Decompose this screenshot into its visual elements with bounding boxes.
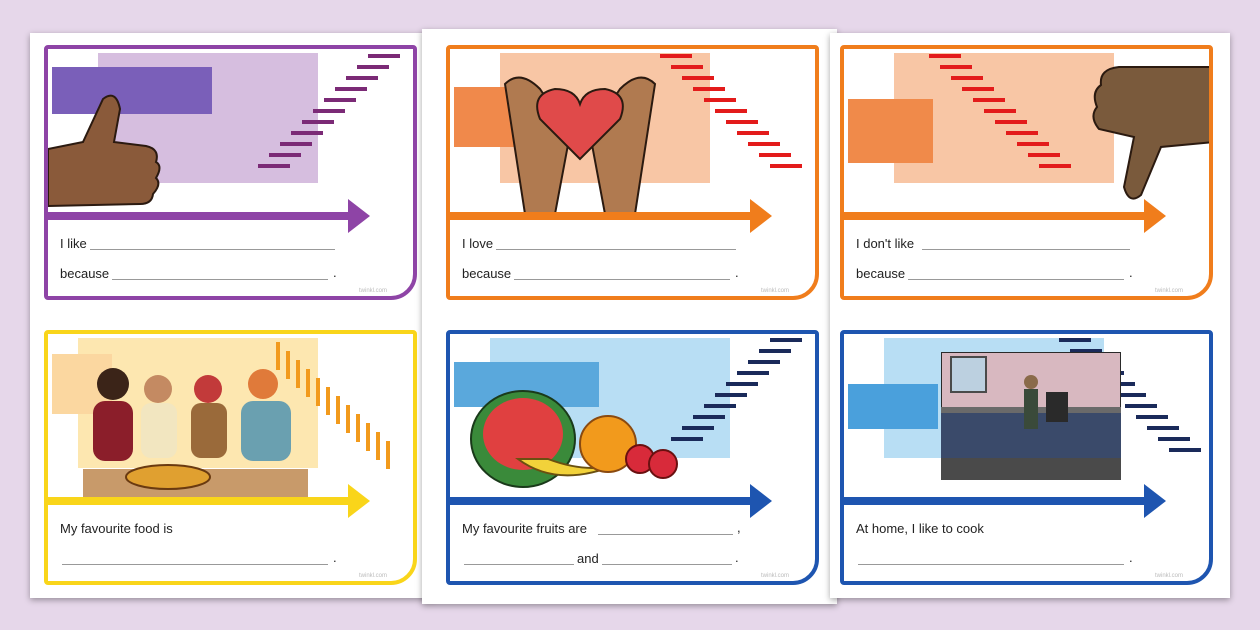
fruit-line-2[interactable] bbox=[464, 564, 574, 565]
reason-line[interactable] bbox=[908, 279, 1124, 280]
reason-line[interactable] bbox=[112, 279, 328, 280]
prompt-text: I love bbox=[462, 236, 494, 251]
because-text: because bbox=[462, 266, 512, 281]
reason-line[interactable] bbox=[514, 279, 730, 280]
prompt-text: I like bbox=[60, 236, 87, 251]
prompt-text: I don't like bbox=[856, 236, 915, 251]
answer-line[interactable] bbox=[62, 564, 328, 565]
because-text: because bbox=[60, 266, 110, 281]
prompt-text: My favourite food is bbox=[60, 521, 173, 536]
card-i-like: I like because . twinkl.com bbox=[44, 45, 417, 300]
fruit-line-3[interactable] bbox=[602, 564, 732, 565]
answer-line[interactable] bbox=[922, 249, 1130, 250]
fruit-line-1[interactable] bbox=[598, 534, 733, 535]
prompt-text: My favourite fruits are bbox=[462, 521, 587, 536]
thumbs-down-icon bbox=[1092, 66, 1209, 200]
card-favourite-food: My favourite food is . twinkl.com bbox=[44, 330, 417, 585]
heart-hands-icon bbox=[503, 76, 657, 214]
thumbs-up-icon bbox=[48, 94, 161, 208]
prompt-text: At home, I like to cook bbox=[856, 521, 984, 536]
card-i-love: I love because . twinkl.com bbox=[446, 45, 819, 300]
friends-pizza-picture bbox=[83, 368, 308, 499]
because-text: because bbox=[856, 266, 906, 281]
kitchen-picture bbox=[941, 352, 1121, 480]
answer-line[interactable] bbox=[858, 564, 1124, 565]
card-at-home-cook: At home, I like to cook . twinkl.com bbox=[840, 330, 1213, 585]
fruits-picture bbox=[470, 390, 678, 488]
card-favourite-fruits: My favourite fruits are , and . twinkl.c… bbox=[446, 330, 819, 585]
answer-line[interactable] bbox=[90, 249, 335, 250]
answer-line[interactable] bbox=[496, 249, 736, 250]
card-i-dont-like: I don't like because . twinkl.com bbox=[840, 45, 1213, 300]
and-text: and bbox=[577, 551, 599, 566]
